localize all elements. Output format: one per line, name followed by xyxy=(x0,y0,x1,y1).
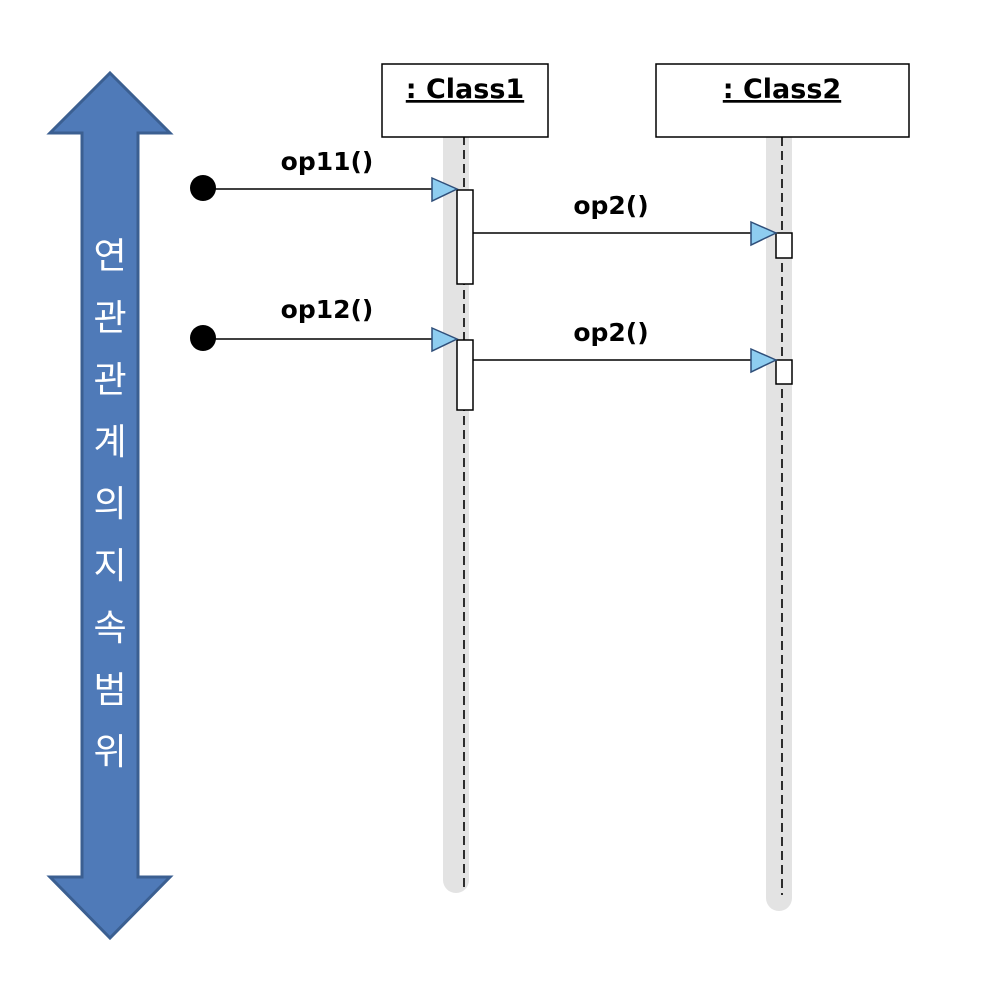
span-label-char: 연 xyxy=(93,236,126,277)
found-message-dot xyxy=(190,325,216,351)
span-label-char: 범 xyxy=(93,670,126,711)
activation-bar-class2-op2-b xyxy=(775,359,793,385)
span-label-char: 관 xyxy=(93,298,126,339)
span-arrow-shape xyxy=(46,70,174,941)
message-label: op2() xyxy=(573,191,648,220)
found-message-dot xyxy=(190,175,216,201)
span-label-char: 관 xyxy=(93,360,126,401)
message-label: op11() xyxy=(281,147,374,176)
message-op2-b: op2() xyxy=(473,318,778,374)
activation-bar-class2-op2-a xyxy=(775,232,793,259)
message-op12: op12() xyxy=(190,295,459,353)
arrowhead-icon xyxy=(750,347,778,374)
arrowhead-icon xyxy=(431,176,459,203)
lifeline-label: : Class2 xyxy=(723,74,841,105)
arrowhead-icon xyxy=(431,326,459,353)
span-arrow: 연 관 관 계 의 지 속 범 위 xyxy=(46,70,174,941)
activation-bar-class1-op11 xyxy=(456,189,474,285)
message-op2-a: op2() xyxy=(473,191,778,247)
message-label: op2() xyxy=(573,318,648,347)
lifeline-head-class1: : Class1 xyxy=(381,63,549,138)
lifeline-label: : Class1 xyxy=(406,74,524,105)
activation-bar-class1-op12 xyxy=(456,339,474,411)
span-label-char: 의 xyxy=(93,484,126,525)
lifeline-class2: : Class2 xyxy=(655,63,910,911)
span-label-char: 속 xyxy=(93,608,126,649)
arrowhead-icon xyxy=(750,220,778,247)
span-label-char: 계 xyxy=(93,422,126,463)
message-label: op12() xyxy=(281,295,374,324)
lifeline-head-class2: : Class2 xyxy=(655,63,910,138)
lifeline-class1: : Class1 xyxy=(381,63,549,893)
message-op11: op11() xyxy=(190,147,459,203)
span-label-char: 지 xyxy=(93,546,126,587)
span-label-char: 위 xyxy=(93,732,126,773)
